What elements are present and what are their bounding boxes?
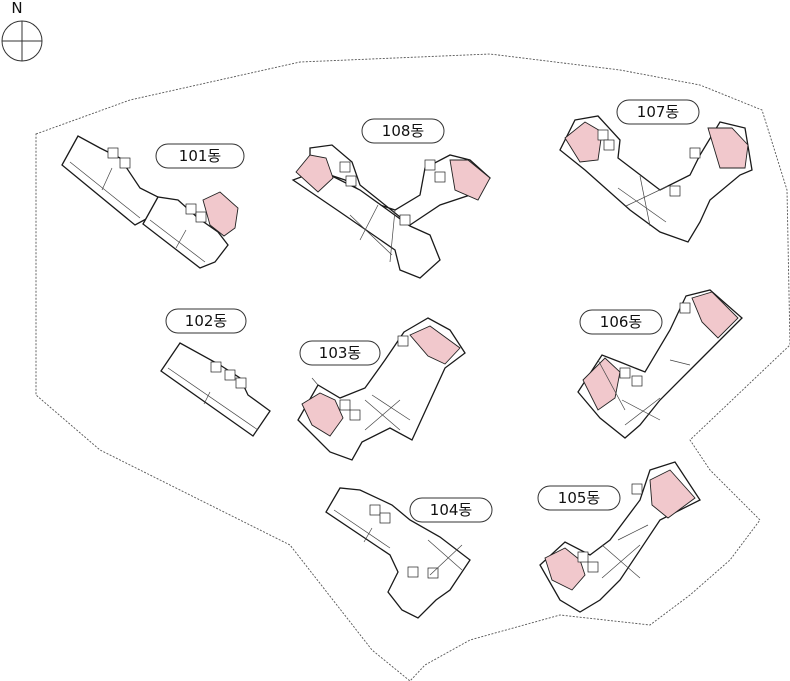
site-boundary (35, 53, 790, 681)
building-label-107[interactable]: 107동 (616, 99, 700, 125)
building-label-104[interactable]: 104동 (409, 497, 493, 523)
north-label: N (11, 0, 22, 17)
building-105 (539, 461, 701, 613)
building-101 (61, 135, 239, 269)
building-label-101[interactable]: 101동 (155, 143, 245, 169)
building-label-106[interactable]: 106동 (579, 309, 663, 335)
building-label-105[interactable]: 105동 (537, 485, 621, 511)
building-102 (160, 342, 271, 437)
building-107 (559, 115, 753, 243)
building-106 (577, 289, 743, 439)
building-label-text: 108동 (382, 122, 425, 140)
building-label-text: 101동 (179, 147, 222, 165)
building-label-text: 102동 (185, 312, 228, 330)
building-108 (291, 144, 491, 279)
building-label-text: 105동 (558, 489, 601, 507)
building-label-103[interactable]: 103동 (299, 340, 381, 366)
building-label-102[interactable]: 102동 (165, 308, 247, 334)
building-label-text: 103동 (319, 344, 362, 362)
building-label-text: 106동 (600, 313, 643, 331)
building-label-108[interactable]: 108동 (361, 118, 445, 144)
building-104 (325, 487, 471, 619)
north-compass: N (1, 0, 43, 62)
building-103 (297, 317, 466, 461)
building-label-text: 104동 (430, 501, 473, 519)
building-label-text: 107동 (637, 103, 680, 121)
